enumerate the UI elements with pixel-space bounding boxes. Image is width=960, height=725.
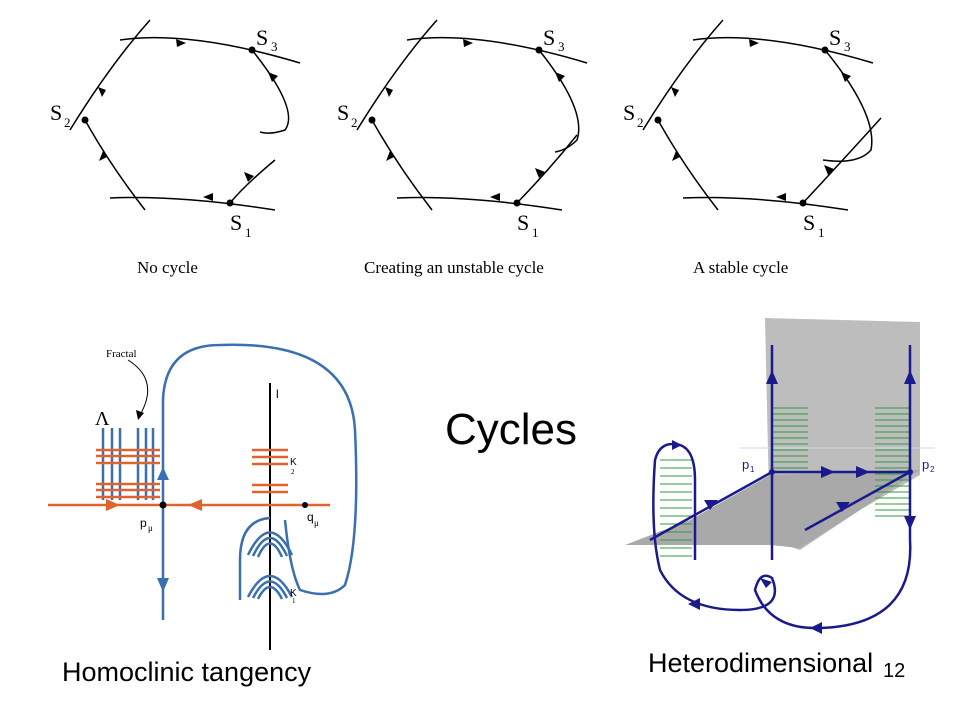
svg-text:μ: μ: [314, 518, 319, 528]
label-lambda: Λ: [95, 408, 110, 430]
label-s1: S: [230, 210, 242, 235]
saddle-s2: [368, 116, 376, 124]
label-s3: S: [829, 25, 841, 50]
arrow-head: [268, 72, 278, 82]
caption-stable-cycle: A stable cycle: [693, 258, 788, 277]
svg-text:1: 1: [750, 465, 755, 474]
saddle-s3: [248, 46, 256, 54]
arrow-head: [99, 151, 107, 161]
saddle-s1: [226, 199, 234, 207]
saddle-s3: [535, 46, 543, 54]
svg-text:1: 1: [245, 225, 252, 240]
arrow-head: [535, 168, 545, 178]
svg-text:3: 3: [271, 39, 278, 54]
arrow-head: [490, 193, 500, 201]
label-s3: S: [543, 25, 555, 50]
svg-text:3: 3: [558, 39, 565, 54]
caption-homoclinic: Homoclinic tangency: [62, 657, 312, 687]
arrow-head: [824, 165, 834, 175]
arrow-head: [672, 151, 680, 161]
slide-title: Cycles: [445, 405, 578, 454]
arrow-head: [157, 578, 169, 592]
arrow-head: [244, 172, 254, 182]
label-l: l: [276, 387, 279, 401]
point-p2: [907, 469, 913, 475]
arrow-head: [841, 72, 851, 82]
svg-text:3: 3: [844, 39, 851, 54]
label-s2: S: [50, 100, 62, 125]
svg-text:1: 1: [818, 225, 825, 240]
k2-lines: [252, 448, 288, 494]
svg-text:2: 2: [64, 115, 71, 130]
label-k2: K: [290, 457, 297, 468]
caption-heterodimensional: Heterodimensional: [648, 648, 874, 678]
label-s2: S: [337, 100, 349, 125]
label-p: p: [140, 516, 147, 530]
arrow-head: [176, 39, 186, 47]
arrow-head: [386, 151, 394, 161]
saddle-s2: [654, 116, 662, 124]
panel-unstable-cycle: S 3 S 2 S 1 Creating an unstable cycle: [337, 19, 588, 277]
svg-text:μ: μ: [148, 523, 153, 533]
arrow-head: [776, 193, 786, 201]
homoclinic-diagram: l: [48, 343, 358, 650]
label-k1: K: [290, 588, 297, 599]
arrow-head: [98, 87, 106, 97]
caption-unstable-cycle: Creating an unstable cycle: [364, 258, 544, 277]
arrow-head: [203, 193, 213, 201]
unstable-manifold-loop: [161, 343, 358, 596]
svg-text:2: 2: [930, 465, 935, 474]
arrow-head: [188, 499, 202, 511]
saddle-s1: [513, 199, 521, 207]
svg-text:1: 1: [292, 597, 296, 605]
saddle-s3: [821, 46, 829, 54]
svg-text:1: 1: [532, 225, 539, 240]
panel-stable-cycle: S 3 S 2 S 1 A stable cycle: [623, 19, 882, 277]
point-p1: [769, 469, 775, 475]
caption-no-cycle: No cycle: [137, 258, 198, 277]
label-fractal: Fractal: [106, 348, 137, 360]
saddle-s2: [81, 116, 89, 124]
arrow-head: [671, 87, 679, 97]
svg-text:2: 2: [291, 468, 295, 476]
navy-arrow-heads: [672, 370, 916, 634]
label-s1: S: [517, 210, 529, 235]
label-s1: S: [803, 210, 815, 235]
fractal-orange-lines: [96, 448, 160, 499]
panel-no-cycle: S 3 S 2 S 1 No cycle: [50, 19, 301, 277]
svg-text:2: 2: [637, 115, 644, 130]
arrow-head: [555, 72, 565, 82]
label-s3: S: [256, 25, 268, 50]
point-q: [302, 502, 308, 508]
green-lines: [660, 407, 910, 557]
arrow-head: [136, 410, 144, 420]
arrow-head: [106, 499, 120, 511]
heterodimensional-diagram: p 1 p 2: [625, 318, 935, 634]
label-p1: p: [742, 457, 749, 472]
saddle-s1: [799, 199, 807, 207]
page-number: 12: [883, 660, 906, 682]
label-q: q: [307, 510, 314, 524]
arrow-head: [157, 467, 169, 480]
label-s2: S: [623, 100, 635, 125]
svg-text:2: 2: [351, 115, 358, 130]
point-p: [159, 501, 167, 509]
arrow-head: [385, 87, 393, 97]
label-p2: p: [922, 457, 929, 472]
arrow-head: [749, 39, 759, 47]
arrow-head: [463, 39, 473, 47]
k1-arcs: [246, 531, 294, 600]
